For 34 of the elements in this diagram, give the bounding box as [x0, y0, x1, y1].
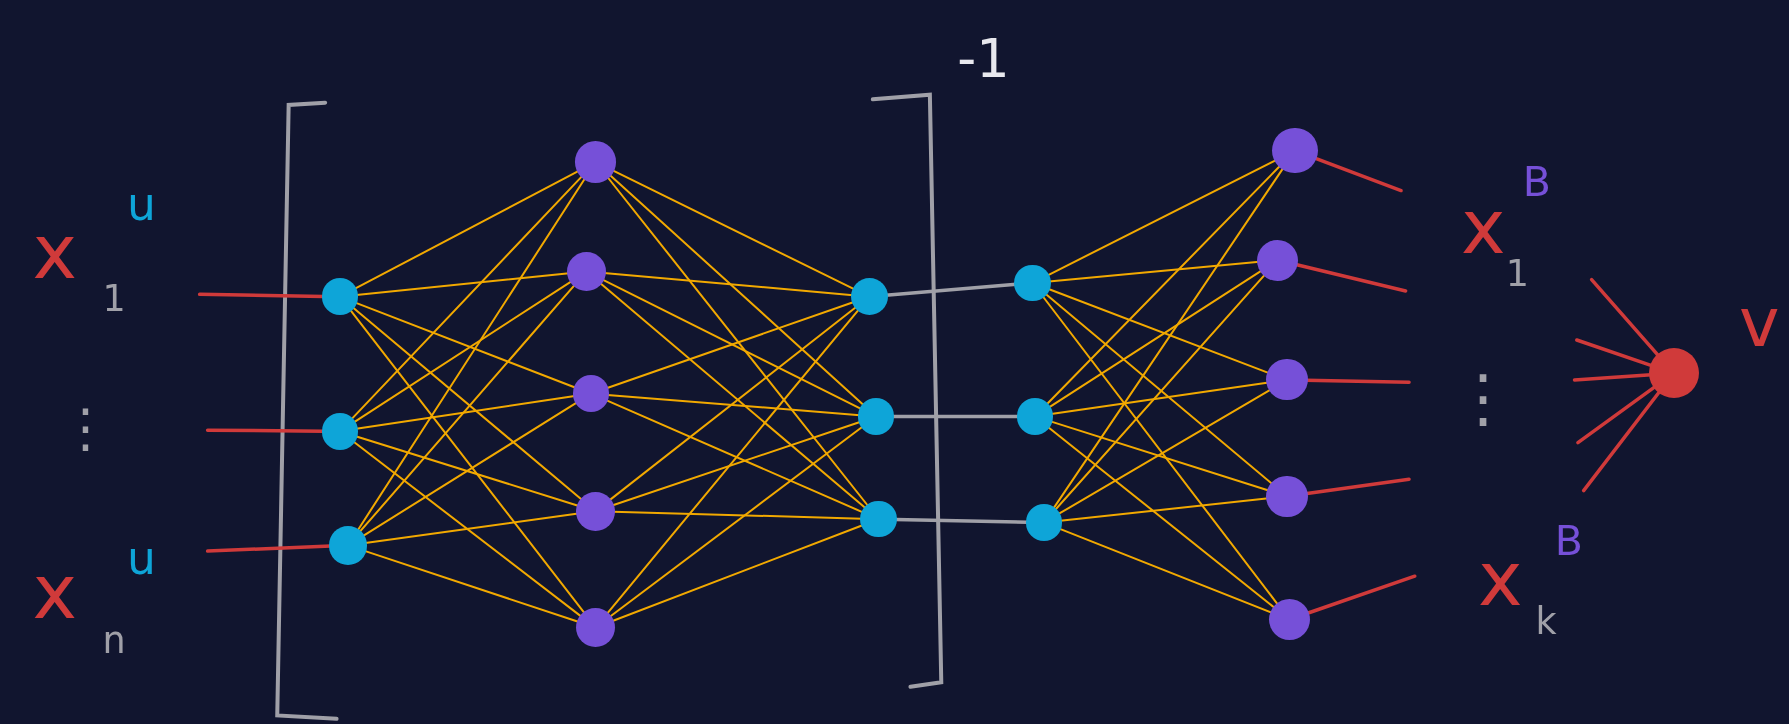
connection-line	[363, 549, 580, 623]
subscript-label: k	[1535, 603, 1557, 641]
connection-line	[354, 301, 577, 389]
subscript-label: 1	[102, 280, 126, 318]
connection-line	[1589, 277, 1661, 358]
superscript-label: u	[127, 182, 156, 229]
superscript-label: B	[1522, 162, 1551, 204]
variable-label: v	[1739, 287, 1780, 356]
subscript-label: n	[102, 622, 126, 660]
variable-label: x	[1478, 541, 1523, 618]
connection-line	[1041, 295, 1280, 606]
connection-line	[355, 395, 576, 430]
variable-label: x	[32, 215, 78, 291]
connection-line	[611, 169, 856, 291]
connection-line	[605, 301, 855, 390]
connection-line	[349, 308, 586, 615]
superscript-label: B	[1554, 521, 1583, 563]
superscript-label: u	[127, 536, 156, 582]
connection-line	[606, 393, 861, 417]
connection-line	[358, 283, 576, 534]
connection-line	[352, 280, 573, 424]
exponent-label: -1	[957, 33, 1010, 86]
variable-label: x	[32, 555, 78, 631]
subscript-label: 1	[1505, 255, 1530, 293]
connection-line	[351, 306, 584, 501]
connection-line	[1045, 164, 1282, 406]
variable-label: x	[1460, 190, 1506, 266]
connection-line	[598, 281, 867, 510]
connection-line	[350, 174, 584, 421]
connection-line	[1044, 292, 1274, 486]
connection-line	[608, 305, 858, 502]
ellipsis-label: ⋮	[1451, 367, 1516, 432]
ellipsis-label: ⋮	[59, 401, 112, 455]
connection-line	[352, 440, 583, 618]
